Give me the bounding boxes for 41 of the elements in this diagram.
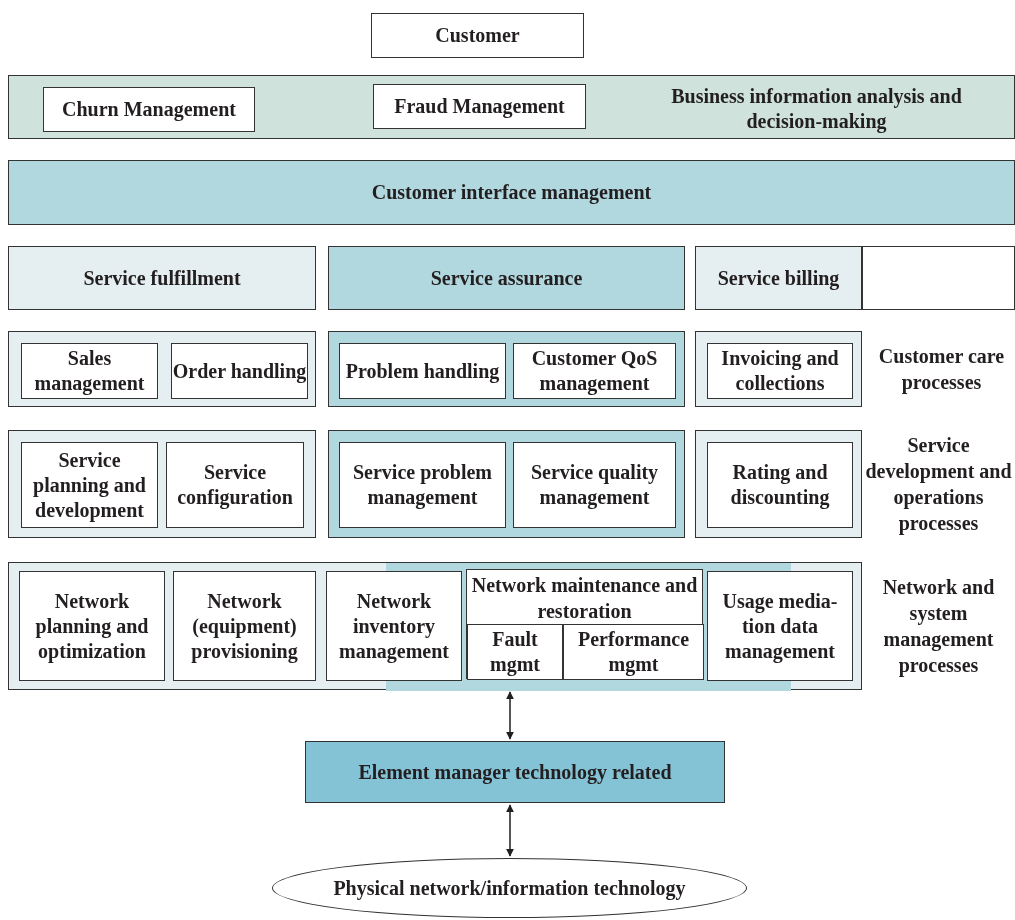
process-box: Service configuration bbox=[166, 442, 304, 528]
process-box: Invoicing and collections bbox=[707, 343, 853, 399]
layer-label: Service development and operations processes bbox=[864, 433, 1013, 537]
process-panel bbox=[695, 430, 862, 538]
process-group-header: Service fulfillment bbox=[8, 246, 316, 310]
process-box: Service planning and development bbox=[21, 442, 158, 528]
process-box: Element manager technology related bbox=[305, 741, 725, 803]
process-box: Service problem management bbox=[339, 442, 506, 528]
process-box: Network (equipment) provisioning bbox=[173, 571, 316, 681]
layer-band bbox=[8, 75, 1015, 139]
layer-band: Customer interface management bbox=[8, 160, 1015, 225]
layer-label: Customer care processes bbox=[877, 344, 1006, 396]
process-box: Churn Management bbox=[43, 87, 255, 132]
double-arrow bbox=[506, 804, 514, 857]
process-panel bbox=[328, 331, 685, 407]
process-group-header: Service assurance bbox=[328, 246, 685, 310]
process-box: Rating and discounting bbox=[707, 442, 853, 528]
process-box: Fault mgmt bbox=[467, 624, 563, 680]
heading-text: Business information analysis and decision-making bbox=[670, 84, 963, 134]
process-panel bbox=[8, 562, 862, 690]
double-arrow bbox=[506, 691, 514, 740]
process-box: Customer bbox=[371, 13, 584, 58]
process-box: Usage media-tion data management bbox=[707, 571, 853, 681]
process-group-header: Service billing bbox=[695, 246, 862, 310]
process-box: Service quality management bbox=[513, 442, 676, 528]
heading-text: Network maintenance and restoration bbox=[470, 573, 699, 624]
process-panel bbox=[8, 331, 316, 407]
process-box bbox=[466, 569, 703, 679]
process-box: Order handling bbox=[171, 343, 308, 399]
process-panel bbox=[328, 430, 685, 538]
process-box: Performance mgmt bbox=[563, 624, 704, 680]
process-box: Network planning and optimization bbox=[19, 571, 165, 681]
process-panel bbox=[695, 331, 862, 407]
process-box: Customer QoS management bbox=[513, 343, 676, 399]
process-panel bbox=[8, 430, 316, 538]
ellipse-node: Physical network/information technology bbox=[272, 858, 747, 918]
layer-label: Network and system management processes bbox=[881, 575, 996, 679]
process-box: Fraud Management bbox=[373, 84, 586, 129]
process-box: Sales management bbox=[21, 343, 158, 399]
process-box: Network inventory management bbox=[326, 571, 462, 681]
process-box: Problem handling bbox=[339, 343, 506, 399]
